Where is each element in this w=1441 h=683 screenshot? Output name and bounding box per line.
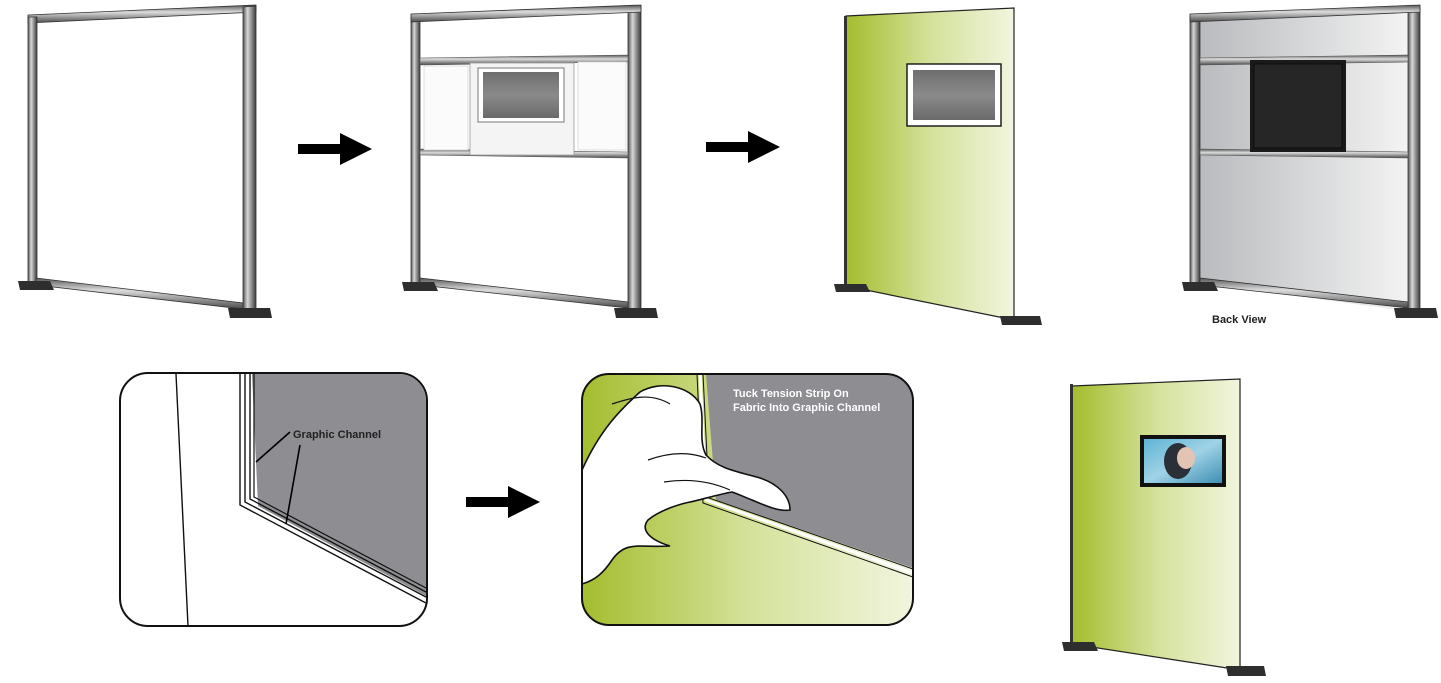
right-arrow-icon (466, 486, 540, 518)
finished-display-with-photo (1062, 378, 1266, 676)
empty-frame (18, 4, 272, 318)
back-view-frame (1182, 4, 1438, 318)
graphic-channel-closeup (119, 372, 428, 627)
frame-with-monitor-mount (402, 4, 658, 318)
tuck-tension-strip-closeup (581, 373, 914, 626)
frame-with-green-graphic (834, 7, 1042, 325)
graphic-channel-label: Graphic Channel (293, 429, 381, 441)
tuck-instruction-line2: Fabric Into Graphic Channel (733, 402, 880, 414)
tuck-instruction-line1: Tuck Tension Strip On (733, 388, 849, 400)
right-arrow-icon (706, 131, 780, 163)
hand-icon (582, 384, 791, 586)
right-arrow-icon (298, 133, 372, 165)
back-view-label: Back View (1212, 314, 1267, 326)
